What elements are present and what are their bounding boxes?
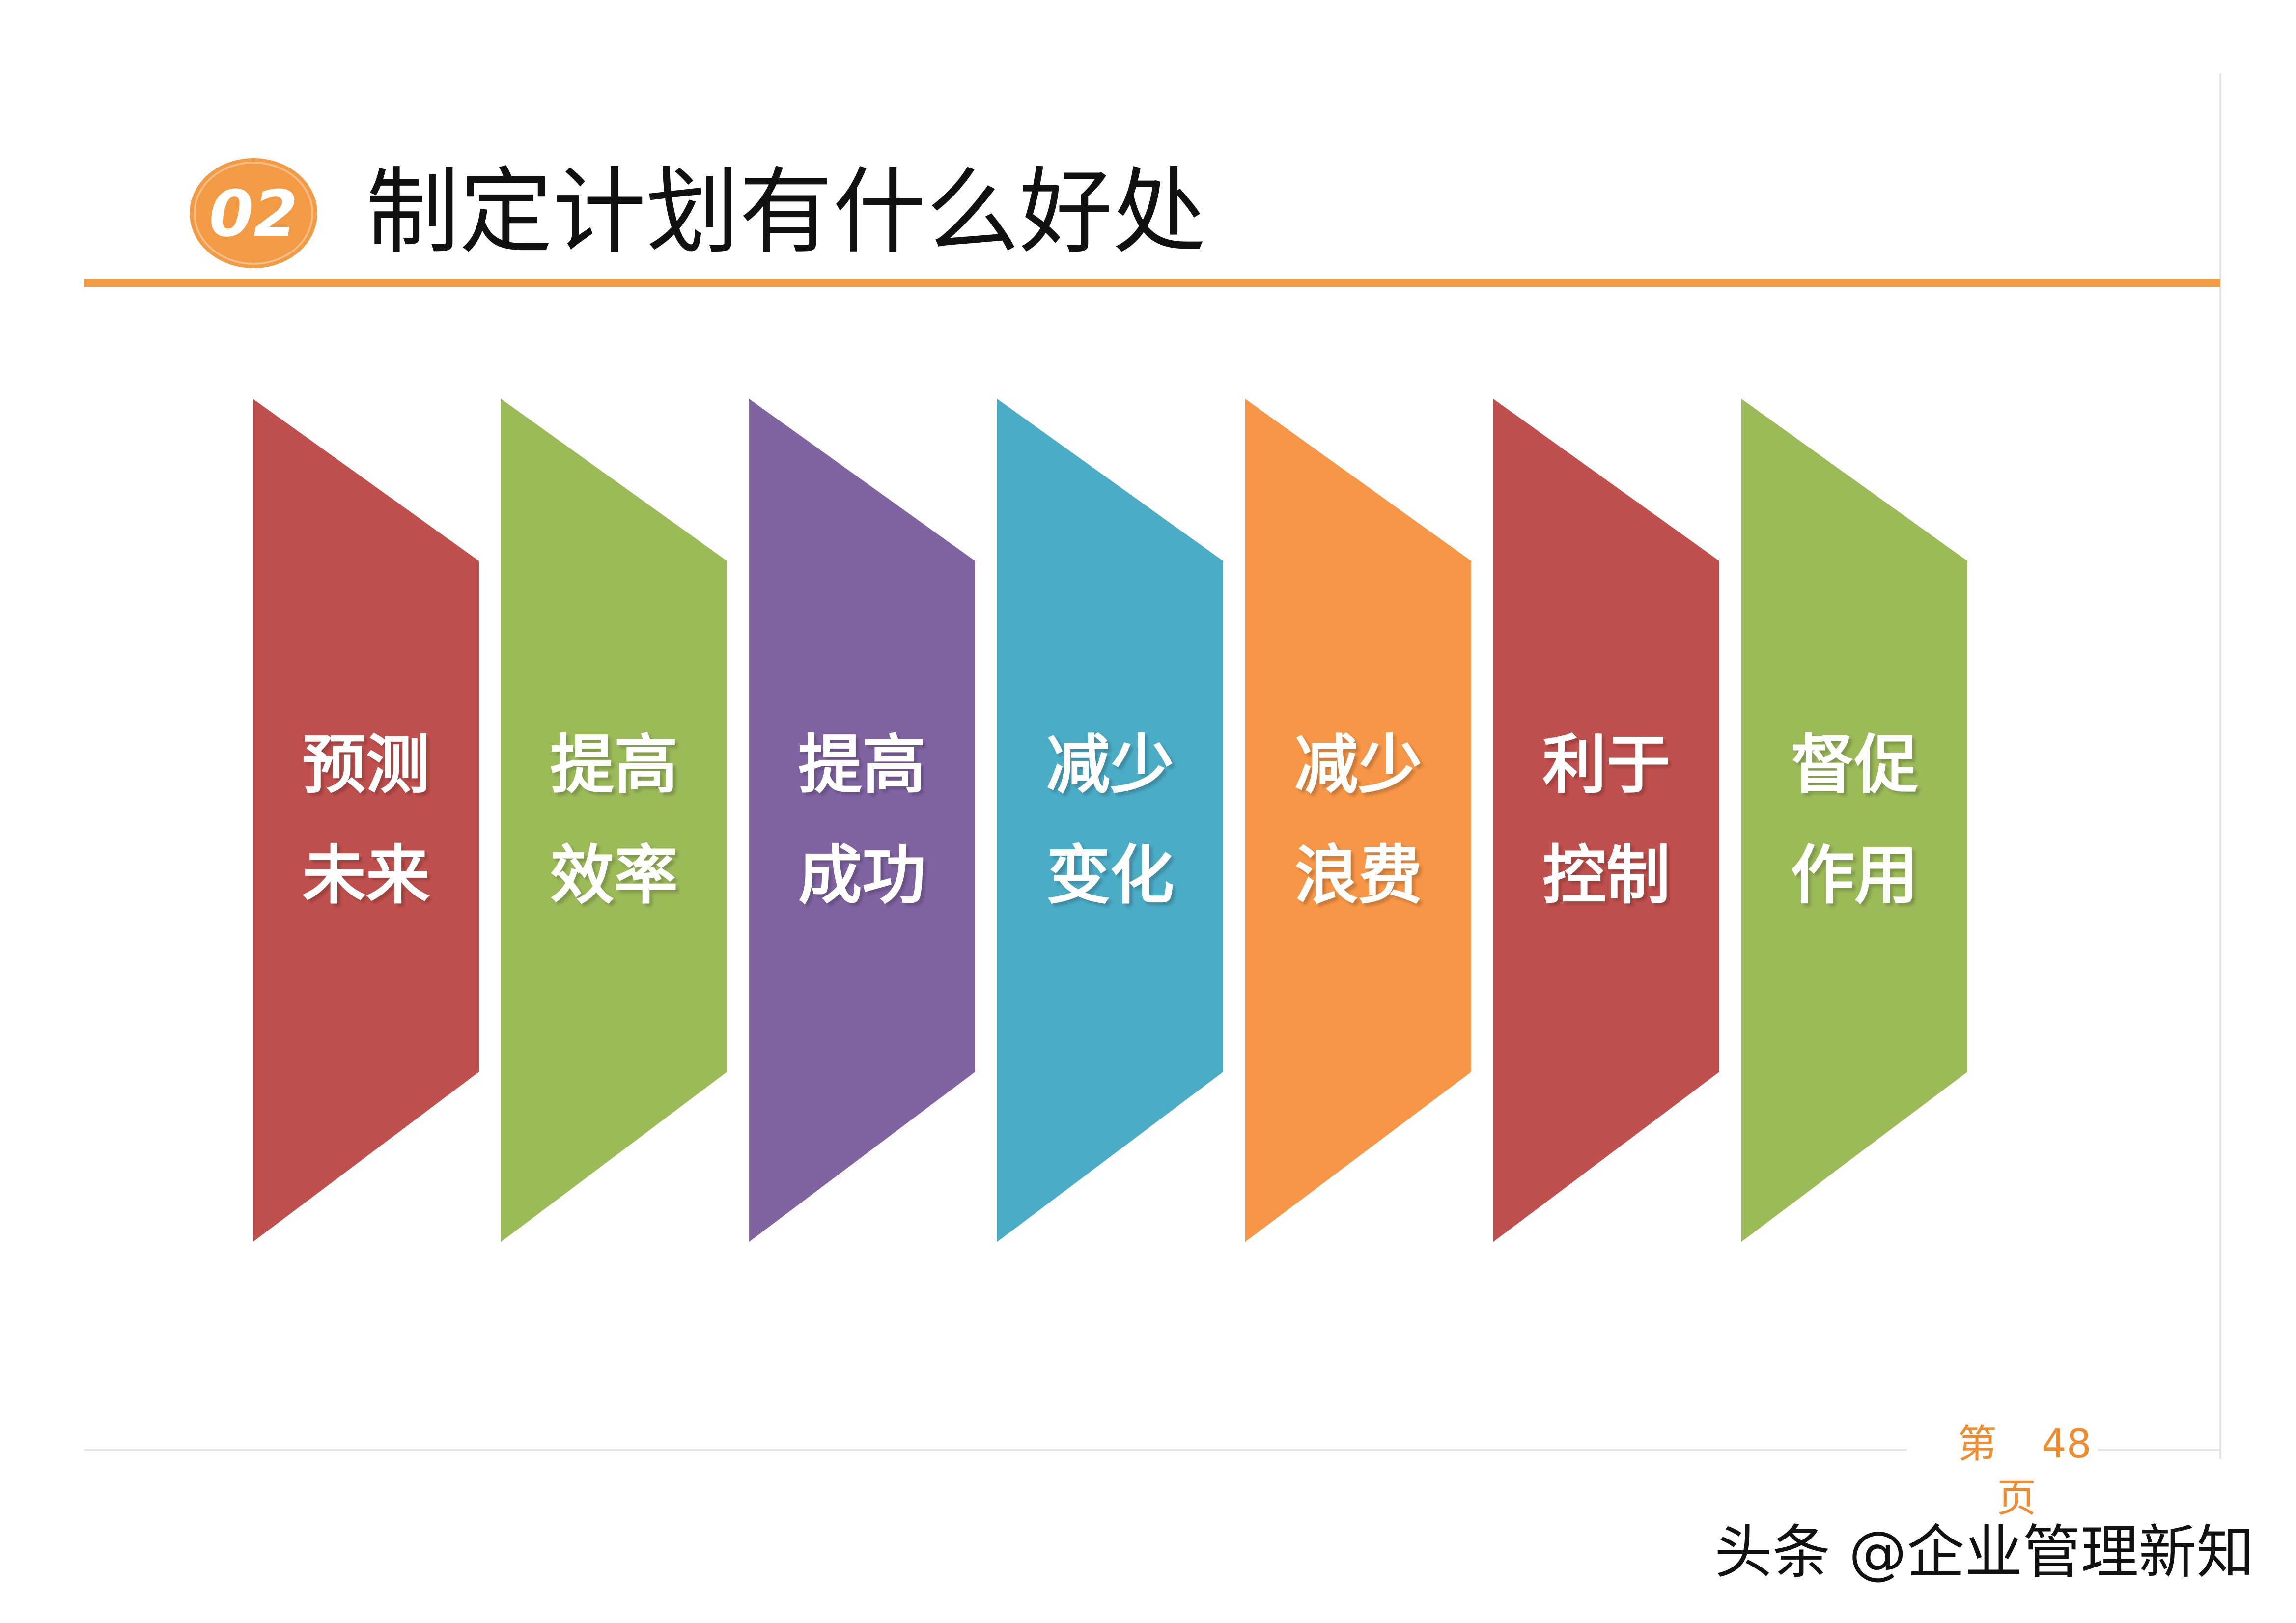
benefit-chevron: 预测未来: [253, 399, 479, 1242]
page-suffix: 页: [1997, 1475, 2036, 1521]
benefit-chevron: 提高成功: [749, 399, 975, 1242]
chevron-shape: [749, 399, 975, 1242]
benefit-chevron: 利于控制: [1493, 399, 1719, 1242]
chevron-shape: [997, 399, 1223, 1242]
badge-number: 02: [209, 176, 298, 251]
footer-rule-left: [84, 1449, 1907, 1451]
benefit-chevron: 减少浪费: [1245, 399, 1471, 1242]
benefit-label-line1: 提高: [550, 728, 678, 802]
benefit-label-line1: 减少: [1294, 728, 1422, 802]
benefit-label-line2: 效率: [550, 838, 678, 913]
benefit-label-line1: 减少: [1046, 728, 1174, 802]
benefit-label-line1: 提高: [798, 728, 926, 802]
chevron-shape: [1493, 399, 1719, 1242]
source-watermark: 头条 @企业管理新知: [1714, 1518, 2255, 1586]
footer-rule-right: [2098, 1449, 2220, 1451]
slide-title: 制定计划有什么好处: [366, 158, 1206, 266]
title-underline: [84, 279, 2220, 287]
chevron-shape: [1245, 399, 1471, 1242]
right-edge-divider: [2219, 74, 2221, 1459]
section-number-badge: 02: [182, 152, 320, 271]
badge-circle-icon: 02: [190, 158, 317, 268]
benefit-chevron: 督促作用: [1741, 399, 1967, 1242]
page-prefix: 第: [1958, 1421, 1997, 1467]
benefit-label-line2: 未来: [302, 838, 430, 913]
benefit-label-line1: 利于: [1542, 728, 1670, 802]
page-number-value: 48: [2041, 1421, 2092, 1467]
chevron-shape: [1741, 399, 1967, 1242]
benefit-chevron: 提高效率: [501, 399, 727, 1242]
benefit-label-line2: 变化: [1046, 838, 1174, 913]
benefit-label-line2: 浪费: [1294, 838, 1422, 913]
benefit-label-line1: 督促: [1790, 728, 1918, 802]
chevron-shape: [253, 399, 479, 1242]
benefit-label-line1: 预测: [302, 728, 430, 802]
benefit-label-line2: 成功: [798, 838, 926, 913]
benefit-label-line2: 控制: [1542, 838, 1670, 913]
benefit-chevron: 减少变化: [997, 399, 1223, 1242]
page-number: 第 48 页: [1958, 1417, 2095, 1525]
benefit-label-line2: 作用: [1790, 838, 1918, 913]
chevron-shape: [501, 399, 727, 1242]
